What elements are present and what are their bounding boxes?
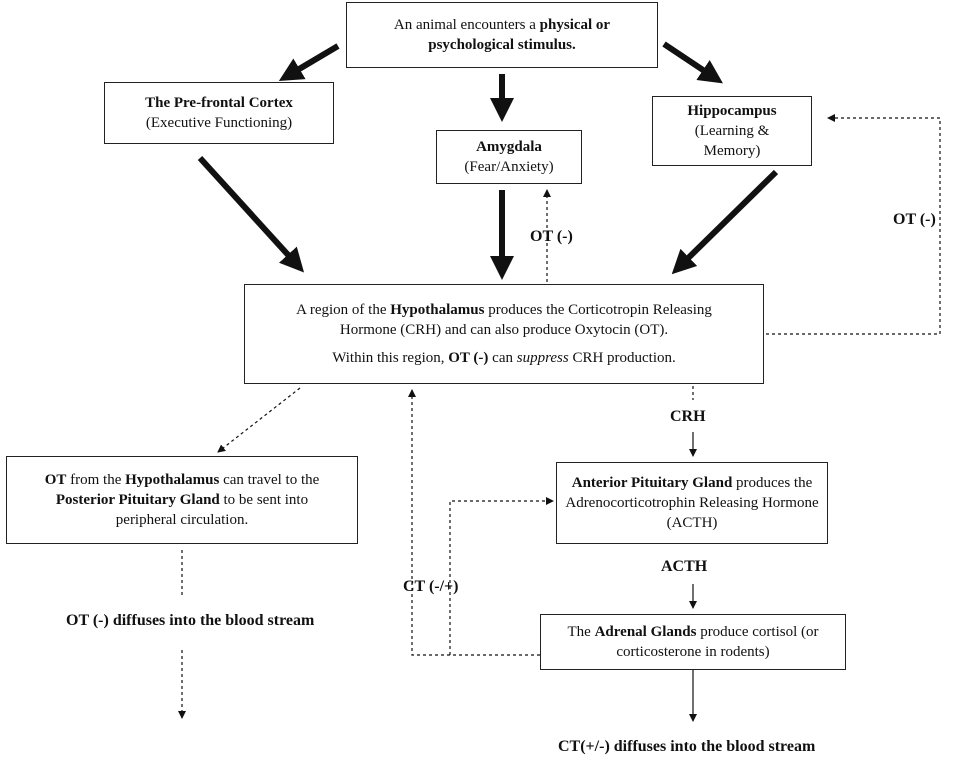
hypothalamus-line3-italic: suppress (516, 350, 569, 366)
posterior-l3: peripheral circulation. (115, 512, 249, 528)
anterior-l1-text: produces the (732, 475, 813, 491)
arrow-stimulus-to-hippocampus (662, 41, 723, 84)
label-ot-hippocampus: OT (-) (893, 211, 936, 228)
anterior-l3: (ACTH) (666, 515, 718, 531)
anterior-l1-bold: Anterior Pituitary Gland (571, 475, 733, 491)
posterior-l1-text1: from the (66, 472, 126, 488)
posterior-l2-bold: Posterior Pituitary Gland (55, 492, 220, 508)
label-ot-blood: OT (-) diffuses into the blood stream (66, 612, 315, 629)
arrow-pfc-to-hypothalamus (197, 155, 305, 273)
pfc-box: The Pre-frontal Cortex (Executive Functi… (104, 82, 334, 144)
arrow-ct-to-anterior (449, 497, 554, 655)
hypothalamus-line2: Hormone (CRH) and can also produce Oxyto… (339, 322, 669, 338)
arrow-ct-to-hypothalamus (408, 389, 540, 656)
label-ct-blood: CT(+/-) diffuses into the blood stream (558, 738, 816, 755)
anterior-l2: Adrenocorticotrophin Releasing Hormone (565, 495, 819, 511)
posterior-l1-bold1: OT (44, 472, 67, 488)
stimulus-text-bold2: psychological stimulus. (428, 37, 576, 53)
adrenal-l1-post: produce cortisol (or (696, 624, 819, 640)
posterior-l2-text: to be sent into (219, 492, 309, 508)
adrenal-l1-bold: Adrenal Glands (594, 624, 697, 640)
adrenal-glands-box: The Adrenal Glands produce cortisol (or … (540, 614, 846, 670)
arrow-hypothalamus-to-posterior (217, 387, 301, 453)
hypothalamus-line3-post: CRH production. (568, 350, 676, 366)
posterior-l1-text2: can travel to the (219, 472, 320, 488)
hypothalamus-line3-mid: can (488, 350, 517, 366)
hypothalamus-line3-bold: OT (-) (448, 350, 489, 366)
amygdala-subtitle: (Fear/Anxiety) (464, 159, 554, 175)
hippocampus-subtitle-1: (Learning & (694, 123, 770, 139)
adrenal-l2: corticosterone in rodents) (616, 644, 770, 660)
arrow-ot-to-hippocampus (766, 114, 941, 335)
hypothalamus-line1-bold: Hypothalamus (390, 302, 485, 318)
hypothalamus-box: A region of the Hypothalamus produces th… (244, 284, 764, 384)
hippocampus-title: Hippocampus (687, 103, 777, 119)
label-crh: CRH (670, 408, 706, 425)
amygdala-box: Amygdala (Fear/Anxiety) (436, 130, 582, 184)
pfc-subtitle: (Executive Functioning) (145, 115, 293, 131)
hippocampus-box: Hippocampus (Learning & Memory) (652, 96, 812, 166)
hippocampus-subtitle-2: Memory) (703, 143, 761, 159)
pfc-title: The Pre-frontal Cortex (145, 95, 293, 111)
label-ct: CT (-/+) (403, 578, 459, 595)
adrenal-l1-pre: The (567, 624, 595, 640)
arrow-stimulus-to-pfc (278, 43, 340, 82)
label-ot-amygdala: OT (-) (530, 228, 573, 245)
stimulus-text-bold1: physical or (539, 17, 611, 33)
anterior-pituitary-box: Anterior Pituitary Gland produces the Ad… (556, 462, 828, 544)
hypothalamus-line1-post: produces the Corticotropin Releasing (484, 302, 712, 318)
stimulus-text-pre: An animal encounters a (393, 17, 540, 33)
stimulus-box: An animal encounters a physical or psych… (346, 2, 658, 68)
posterior-l1-bold2: Hypothalamus (125, 472, 220, 488)
posterior-pituitary-box: OT from the Hypothalamus can travel to t… (6, 456, 358, 544)
hypothalamus-line3-pre: Within this region, (332, 350, 449, 366)
arrow-hippocampus-to-hypothalamus (671, 169, 779, 275)
label-acth: ACTH (661, 558, 708, 575)
hypothalamus-line1-pre: A region of the (296, 302, 391, 318)
amygdala-title: Amygdala (476, 139, 542, 155)
